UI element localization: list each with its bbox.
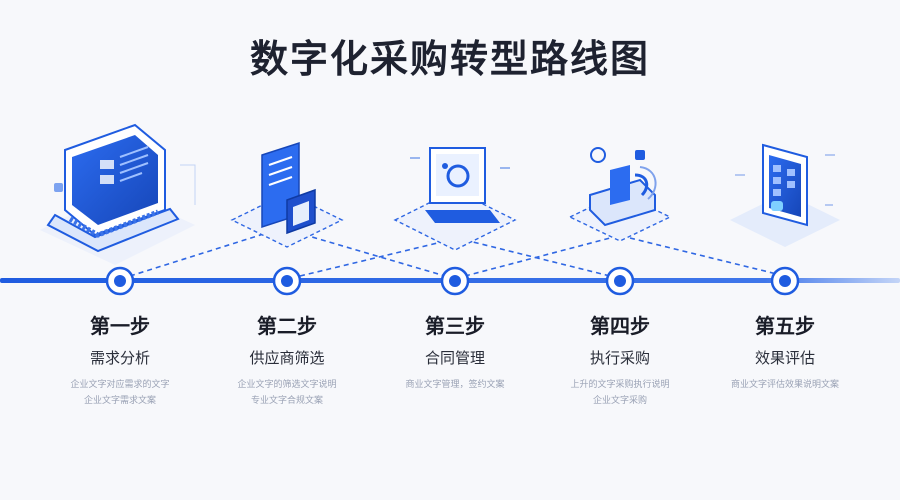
step-1: 第一步 需求分析 企业文字对应需求的文字企业文字需求文案: [35, 310, 205, 409]
step-name: 需求分析: [89, 349, 150, 367]
timeline-nodes: [105, 266, 800, 296]
timeline-node-4: [605, 266, 635, 296]
step-description: 上升的文字采购执行说明企业文字采购: [570, 380, 670, 406]
step-number: 第四步: [590, 314, 650, 338]
step-number: 第三步: [425, 314, 485, 338]
step-number: 第二步: [257, 314, 317, 338]
step-name: 供应商筛选: [249, 349, 325, 367]
step-3: 第三步 合同管理 商业文字管理，签约文案: [370, 310, 540, 393]
timeline-node-3: [440, 266, 470, 296]
step-description: 企业文字对应需求的文字企业文字需求文案: [70, 380, 170, 406]
document-icon: [230, 141, 344, 248]
timeline-node-2: [272, 266, 302, 296]
laptop-icon: [40, 123, 196, 265]
step-name: 合同管理: [424, 349, 485, 367]
step-name: 效果评估: [754, 349, 815, 367]
step-2: 第二步 供应商筛选 企业文字的筛选文字说明专业文字合规文案: [202, 310, 372, 409]
step-4: 第四步 执行采购 上升的文字采购执行说明企业文字采购: [535, 310, 705, 409]
step-number: 第一步: [90, 314, 150, 338]
step-name: 执行采购: [589, 349, 650, 367]
cart-icon: [568, 147, 672, 242]
timeline-node-5: [770, 266, 800, 296]
step-description: 商业文字管理，签约文案: [405, 380, 505, 390]
page-title: 数字化采购转型路线图: [249, 37, 650, 81]
monitor-icon: [393, 147, 517, 251]
step-5: 第五步 效果评估 商业文字评估效果说明文案: [700, 310, 870, 393]
timeline-node-1: [105, 266, 135, 296]
tablet-icon: [730, 143, 840, 247]
step-number: 第五步: [755, 314, 815, 338]
step-description: 企业文字的筛选文字说明专业文字合规文案: [237, 380, 337, 406]
connector-lines: [129, 231, 786, 277]
step-description: 商业文字评估效果说明文案: [730, 380, 839, 390]
